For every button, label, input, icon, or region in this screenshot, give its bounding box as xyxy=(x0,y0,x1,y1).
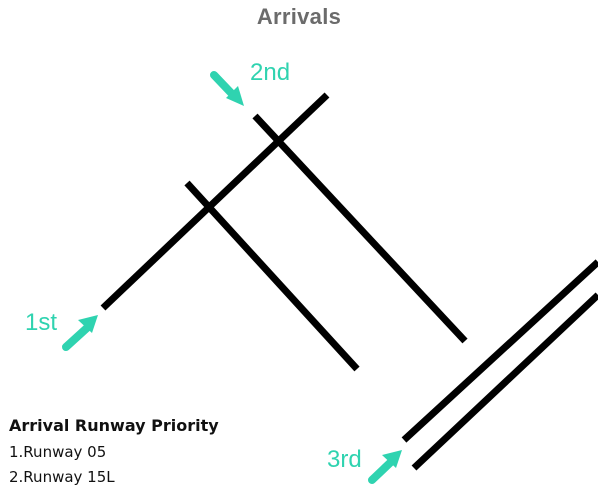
label-3rd: 3rd xyxy=(327,446,362,473)
runway-15r-33l xyxy=(184,180,360,372)
runway-priority-legend: Arrival Runway Priority 1.Runway 05 2.Ru… xyxy=(9,416,219,493)
arrow-2nd-icon xyxy=(210,71,244,106)
label-1st: 1st xyxy=(25,309,57,336)
runway-15l-33r xyxy=(252,113,468,344)
legend-item: 1.Runway 05 xyxy=(9,443,107,461)
label-2nd: 2nd xyxy=(250,59,290,86)
legend-heading: Arrival Runway Priority xyxy=(9,416,219,435)
arrow-1st-icon xyxy=(62,315,98,351)
runway-parallel-lower xyxy=(411,292,598,471)
legend-item: 2.Runway 15L xyxy=(9,468,115,486)
runway-05-23 xyxy=(100,92,330,311)
runway-parallel-upper xyxy=(401,259,598,443)
arrow-3rd-icon xyxy=(368,450,402,484)
page-title: Arrivals xyxy=(256,4,342,29)
